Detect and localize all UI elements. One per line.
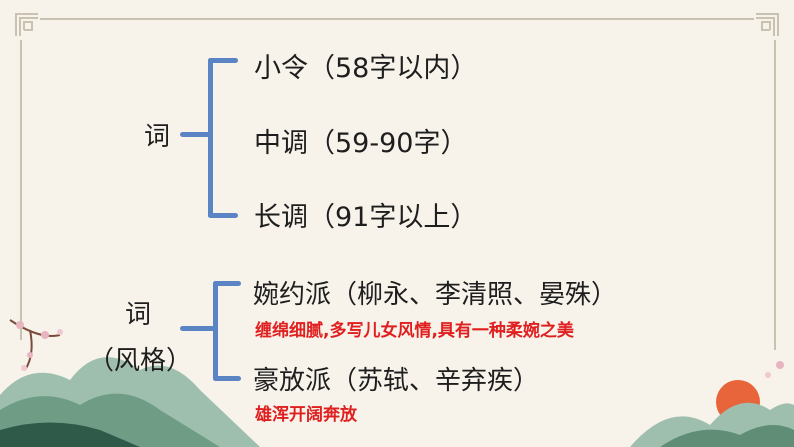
frame-top-line: [40, 18, 754, 20]
section1-item-changdiao: 长调（91字以上）: [254, 202, 478, 233]
section1-item-zhongdiao: 中调（59-90字）: [254, 128, 468, 159]
section1-item-xiaoling: 小令（58字以内）: [254, 53, 478, 84]
landscape-decoration-right: [630, 361, 794, 447]
section1-bracket-top: [208, 58, 238, 63]
frame-right-line: [774, 40, 776, 350]
section1-bracket-bottom: [208, 213, 238, 218]
section1-bracket-pointer: [180, 132, 210, 137]
section2-bracket-top: [213, 281, 241, 286]
section1-heading: 词: [144, 122, 171, 152]
section2-note-haofang: 雄浑开阔奔放: [255, 405, 357, 425]
section2-bracket-vertical: [213, 281, 218, 381]
landscape-decoration-left: [0, 319, 260, 447]
section2-subheading: （风格）: [88, 346, 193, 376]
frame-left-line: [20, 40, 22, 340]
section1-bracket-vertical: [208, 58, 213, 218]
section2-note-wanyue: 缠绵细腻,多写儿女风情,具有一种柔婉之美: [255, 321, 574, 341]
section2-heading: 词: [125, 300, 152, 330]
section2-item-wanyue: 婉约派（柳永、李清照、晏殊）: [253, 280, 618, 310]
section2-bracket-pointer: [180, 326, 215, 331]
frame-corner-top-left-icon: [15, 13, 38, 36]
section2-item-haofang: 豪放派（苏轼、辛弃疾）: [253, 366, 540, 396]
section2-bracket-bottom: [213, 376, 241, 381]
frame-corner-top-right-icon: [756, 13, 779, 36]
